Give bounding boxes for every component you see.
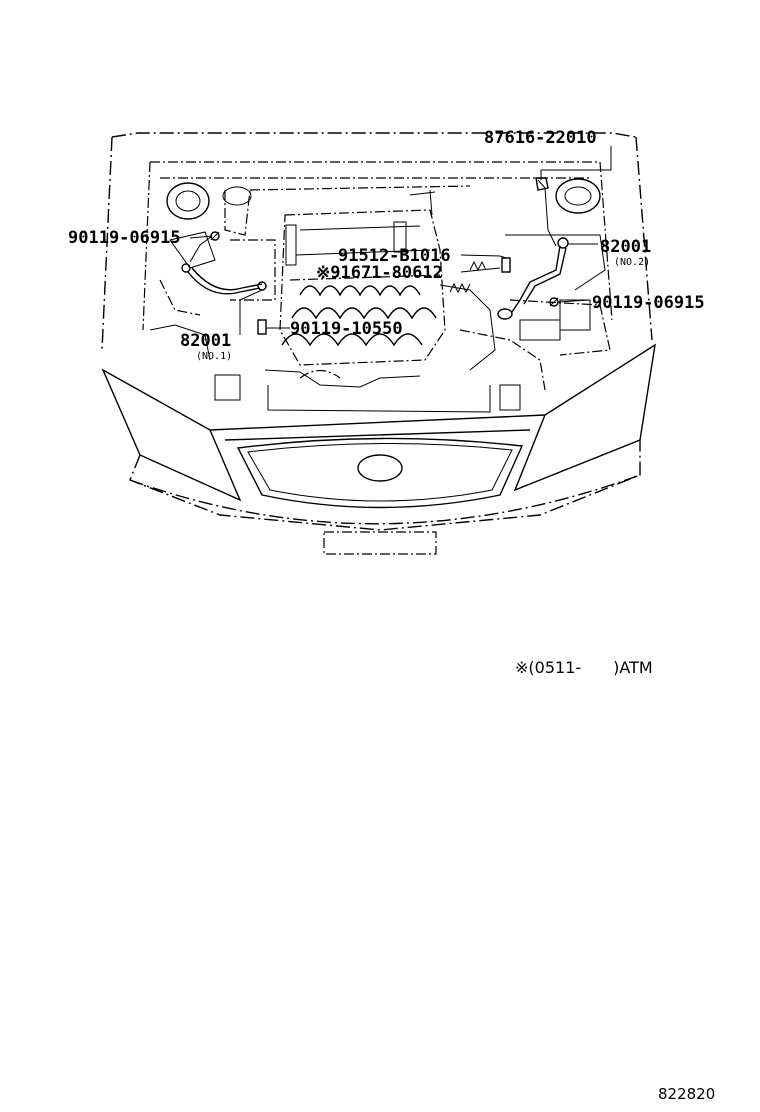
bolt-90119-10550-marker bbox=[257, 319, 267, 335]
harness-right bbox=[511, 179, 567, 313]
callout-82001-left: 82001 bbox=[180, 331, 231, 351]
callout-87616-22010: 87616-22010 bbox=[484, 128, 597, 148]
footnote-applicability: ※(0511- )ATM bbox=[515, 658, 653, 677]
harness-left bbox=[187, 235, 263, 295]
callout-90119-06915-left: 90119-06915 bbox=[68, 228, 181, 248]
callout-82001-right-sub: (NO.2) bbox=[614, 257, 650, 268]
bolt-91512-91671-marker bbox=[501, 257, 511, 273]
callout-91512-b1016: 91512-B1016 bbox=[338, 246, 451, 266]
bolt-90119-06915-left-marker bbox=[210, 231, 220, 241]
ground-point-82001-no2-marker bbox=[557, 237, 569, 249]
callout-91671-80612: ※91671-80612 bbox=[316, 263, 443, 283]
callout-82001-right: 82001 bbox=[600, 237, 651, 257]
front-bumper bbox=[101, 343, 656, 531]
connector-right-marker bbox=[497, 308, 513, 320]
callout-90119-10550: 90119-10550 bbox=[290, 319, 403, 339]
callout-90119-06915-right: 90119-06915 bbox=[592, 293, 705, 313]
hood-outline bbox=[101, 132, 653, 351]
leader-lines bbox=[189, 146, 612, 335]
callout-82001-left-sub: (NO.1) bbox=[196, 351, 232, 362]
strut-tower-right bbox=[555, 178, 601, 214]
strut-tower-left bbox=[166, 182, 210, 220]
clamp-87616-22010-marker bbox=[535, 177, 549, 191]
engine-assembly bbox=[149, 185, 611, 413]
license-plate bbox=[323, 531, 437, 555]
figure-id: 822820 bbox=[658, 1085, 715, 1103]
grille bbox=[236, 437, 524, 509]
